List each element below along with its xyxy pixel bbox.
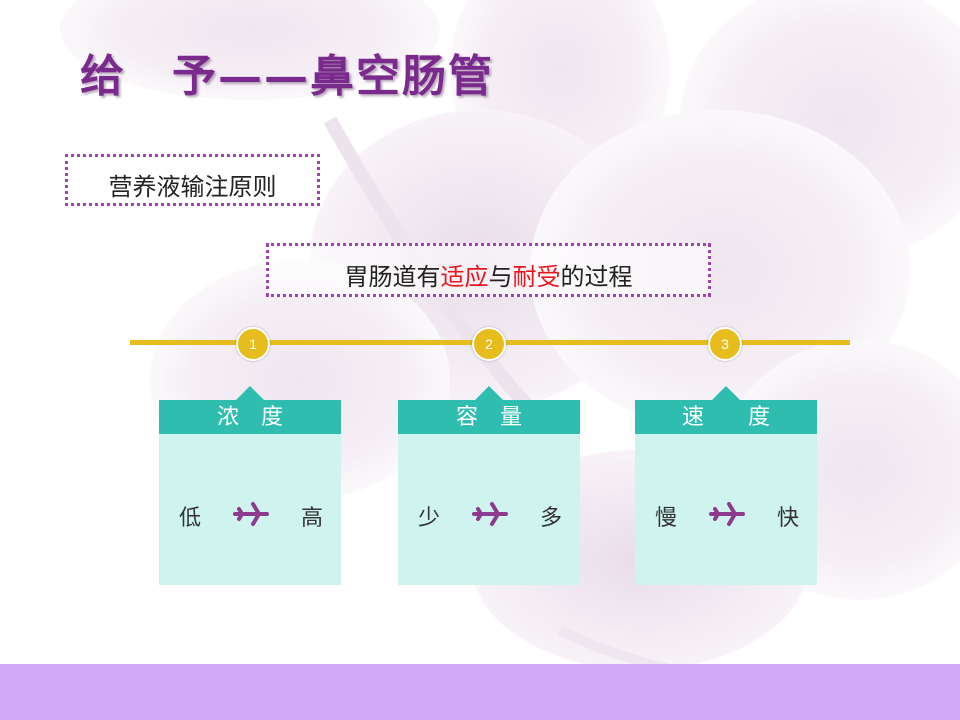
airplane-icon [472, 502, 508, 526]
range-end: 快 [776, 506, 799, 531]
footer-band [0, 664, 960, 720]
card-concentration: 浓 度 低 高 [159, 386, 341, 585]
airplane-icon [233, 502, 269, 526]
process-highlight-tolerance: 耐受 [512, 263, 561, 291]
range-start: 少 [418, 506, 441, 531]
step-marker-2: 2 [472, 327, 506, 361]
step-marker-1: 1 [236, 327, 270, 361]
process-highlight-adapt: 适应 [440, 263, 489, 291]
card-header: 容 量 [398, 386, 580, 434]
card-range: 少 多 [398, 500, 580, 531]
card-range: 慢 快 [635, 500, 817, 531]
principle-label-box: 营养液输注原则 [65, 154, 320, 206]
range-start: 慢 [655, 506, 678, 531]
principle-label: 营养液输注原则 [108, 173, 277, 201]
step-marker-3: 3 [708, 327, 742, 361]
process-text-part5: 的过程 [560, 263, 633, 291]
card-header: 浓 度 [159, 386, 341, 434]
card-speed: 速 度 慢 快 [635, 386, 817, 585]
range-end: 多 [539, 506, 562, 531]
card-header: 速 度 [635, 386, 817, 434]
page-title: 给 予——鼻空肠管 [80, 51, 494, 102]
card-range: 低 高 [159, 500, 341, 531]
process-text-part3: 与 [488, 263, 513, 291]
range-end: 高 [300, 506, 323, 531]
process-statement-box: 胃肠道有适应与耐受的过程 [266, 243, 711, 297]
range-start: 低 [179, 506, 202, 531]
process-text-part1: 胃肠道有 [344, 263, 441, 291]
process-statement: 胃肠道有适应与耐受的过程 [269, 257, 708, 292]
card-volume: 容 量 少 多 [398, 386, 580, 585]
airplane-icon [709, 502, 745, 526]
